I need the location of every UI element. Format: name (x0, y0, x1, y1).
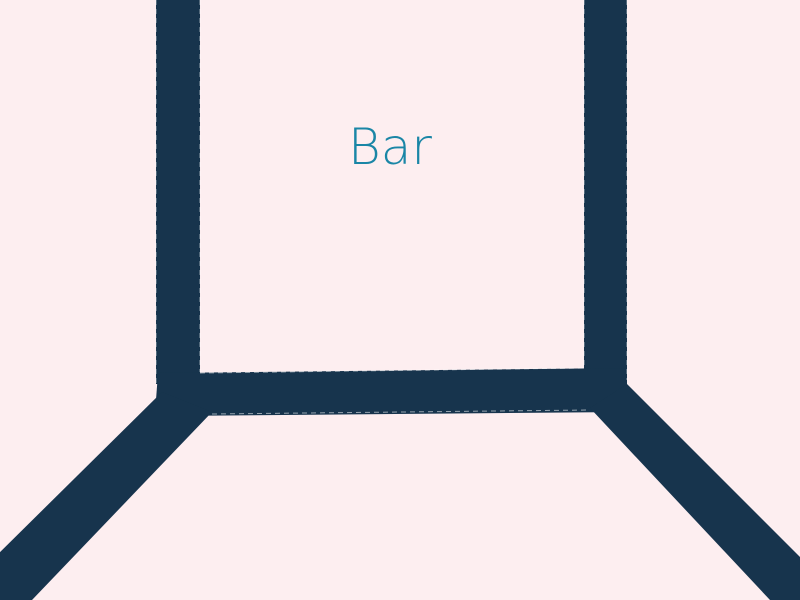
bar-label: Bar (348, 118, 432, 176)
left-post (156, 0, 200, 384)
crossbar (156, 368, 627, 416)
right-leg (590, 384, 800, 600)
left-leg (0, 392, 212, 600)
dashed-edges (155, 0, 628, 415)
right-post (584, 0, 627, 382)
